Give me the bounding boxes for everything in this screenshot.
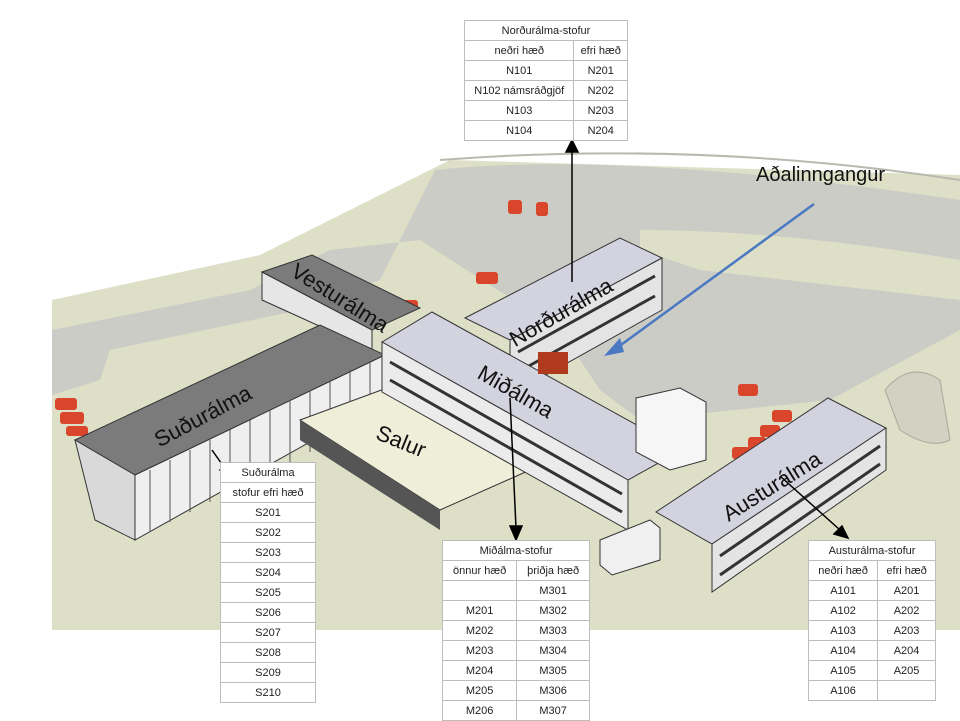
room-cell: N202: [573, 80, 628, 101]
room-cell: S205: [220, 582, 316, 603]
room-cell: S207: [220, 622, 316, 643]
connector-box: [599, 519, 661, 576]
table-row: S209: [220, 662, 316, 683]
room-cell: [877, 680, 936, 701]
table-row: S204: [220, 562, 316, 583]
table-title: Suðurálma: [220, 462, 316, 483]
room-cell: A203: [877, 620, 936, 641]
room-cell: M201: [441, 600, 518, 621]
room-cell: A201: [877, 580, 936, 601]
room-cell: A103: [807, 620, 879, 641]
room-cell: M206: [441, 700, 518, 721]
annex-box: [635, 387, 707, 471]
room-cell: S204: [220, 562, 316, 583]
room-cell: A106: [807, 680, 879, 701]
label-adalinngangur: Aðalinngangur: [756, 164, 885, 186]
arrows: [211, 138, 850, 542]
column-header: þriðja hæð: [516, 560, 590, 581]
room-cell: N103: [463, 100, 575, 121]
room-cell: A102: [807, 600, 879, 621]
room-cell: M307: [516, 700, 590, 721]
room-cell: A204: [877, 640, 936, 661]
room-cell: M301: [516, 580, 590, 601]
entrance-arrow: [604, 202, 815, 356]
room-cell: N101: [463, 60, 575, 81]
north-wing-room-table: Norðurálma-stofur neðri hæð efri hæð N10…: [463, 20, 628, 141]
table-title: Norðurálma-stofur: [464, 20, 628, 41]
table-subtitle: stofur efri hæð: [220, 482, 316, 503]
room-cell: N104: [463, 120, 575, 141]
room-cell: M303: [516, 620, 590, 641]
south-wing-room-table: Suðurálma stofur efri hæð S201 S202 S203…: [220, 462, 316, 703]
room-cell: S209: [220, 662, 316, 683]
table-row: S202: [220, 522, 316, 543]
hill-contour: [884, 371, 951, 444]
east-wing-windows: [719, 444, 881, 577]
table-title: Austurálma-stofur: [808, 540, 936, 561]
room-cell: A202: [877, 600, 936, 621]
table-row: A106: [807, 680, 936, 701]
table-row: S208: [220, 642, 316, 663]
field-curve: [439, 152, 960, 181]
room-cell: M203: [441, 640, 518, 661]
column-header: önnur hæð: [441, 560, 518, 581]
column-header: efri hæð: [877, 560, 936, 581]
room-cell: A105: [807, 660, 879, 681]
room-cell: M306: [516, 680, 590, 701]
room-cell: N201: [573, 60, 628, 81]
room-cell: S201: [220, 502, 316, 523]
parking-road: [52, 164, 960, 420]
table-row: S203: [220, 542, 316, 563]
middle-wing-windows: [389, 360, 623, 514]
column-header: efri hæð: [573, 40, 628, 61]
room-cell: S202: [220, 522, 316, 543]
entrance-canopy: [538, 352, 568, 374]
room-cell: A205: [877, 660, 936, 681]
table-row: S210: [220, 682, 316, 703]
room-cell: N203: [573, 100, 628, 121]
table-row: S207: [220, 622, 316, 643]
room-cell: N102 námsráðgjöf: [463, 80, 575, 101]
table-title: Miðálma-stofur: [442, 540, 590, 561]
room-cell: N204: [573, 120, 628, 141]
column-header: neðri hæð: [807, 560, 879, 581]
table-row: S206: [220, 602, 316, 623]
room-cell: [441, 580, 518, 601]
room-cell: M304: [516, 640, 590, 661]
room-cell: S206: [220, 602, 316, 623]
room-cell: S208: [220, 642, 316, 663]
room-cell: A101: [807, 580, 879, 601]
east-wing-room-table: Austurálma-stofur neðri hæð efri hæð A10…: [807, 540, 936, 701]
table-row: S205: [220, 582, 316, 603]
table-row: M301: [441, 580, 590, 601]
south-wing-end: [74, 438, 136, 541]
room-cell: M305: [516, 660, 590, 681]
room-cell: M202: [441, 620, 518, 641]
room-cell: S210: [220, 682, 316, 703]
room-cell: M302: [516, 600, 590, 621]
middle-wing-room-table: Miðálma-stofur önnur hæð þriðja hæð M301…: [441, 540, 590, 721]
room-cell: M205: [441, 680, 518, 701]
room-cell: S203: [220, 542, 316, 563]
column-header: neðri hæð: [463, 40, 575, 61]
hall-wall: [300, 420, 440, 530]
room-cell: M204: [441, 660, 518, 681]
room-cell: A104: [807, 640, 879, 661]
table-row: S201: [220, 502, 316, 523]
